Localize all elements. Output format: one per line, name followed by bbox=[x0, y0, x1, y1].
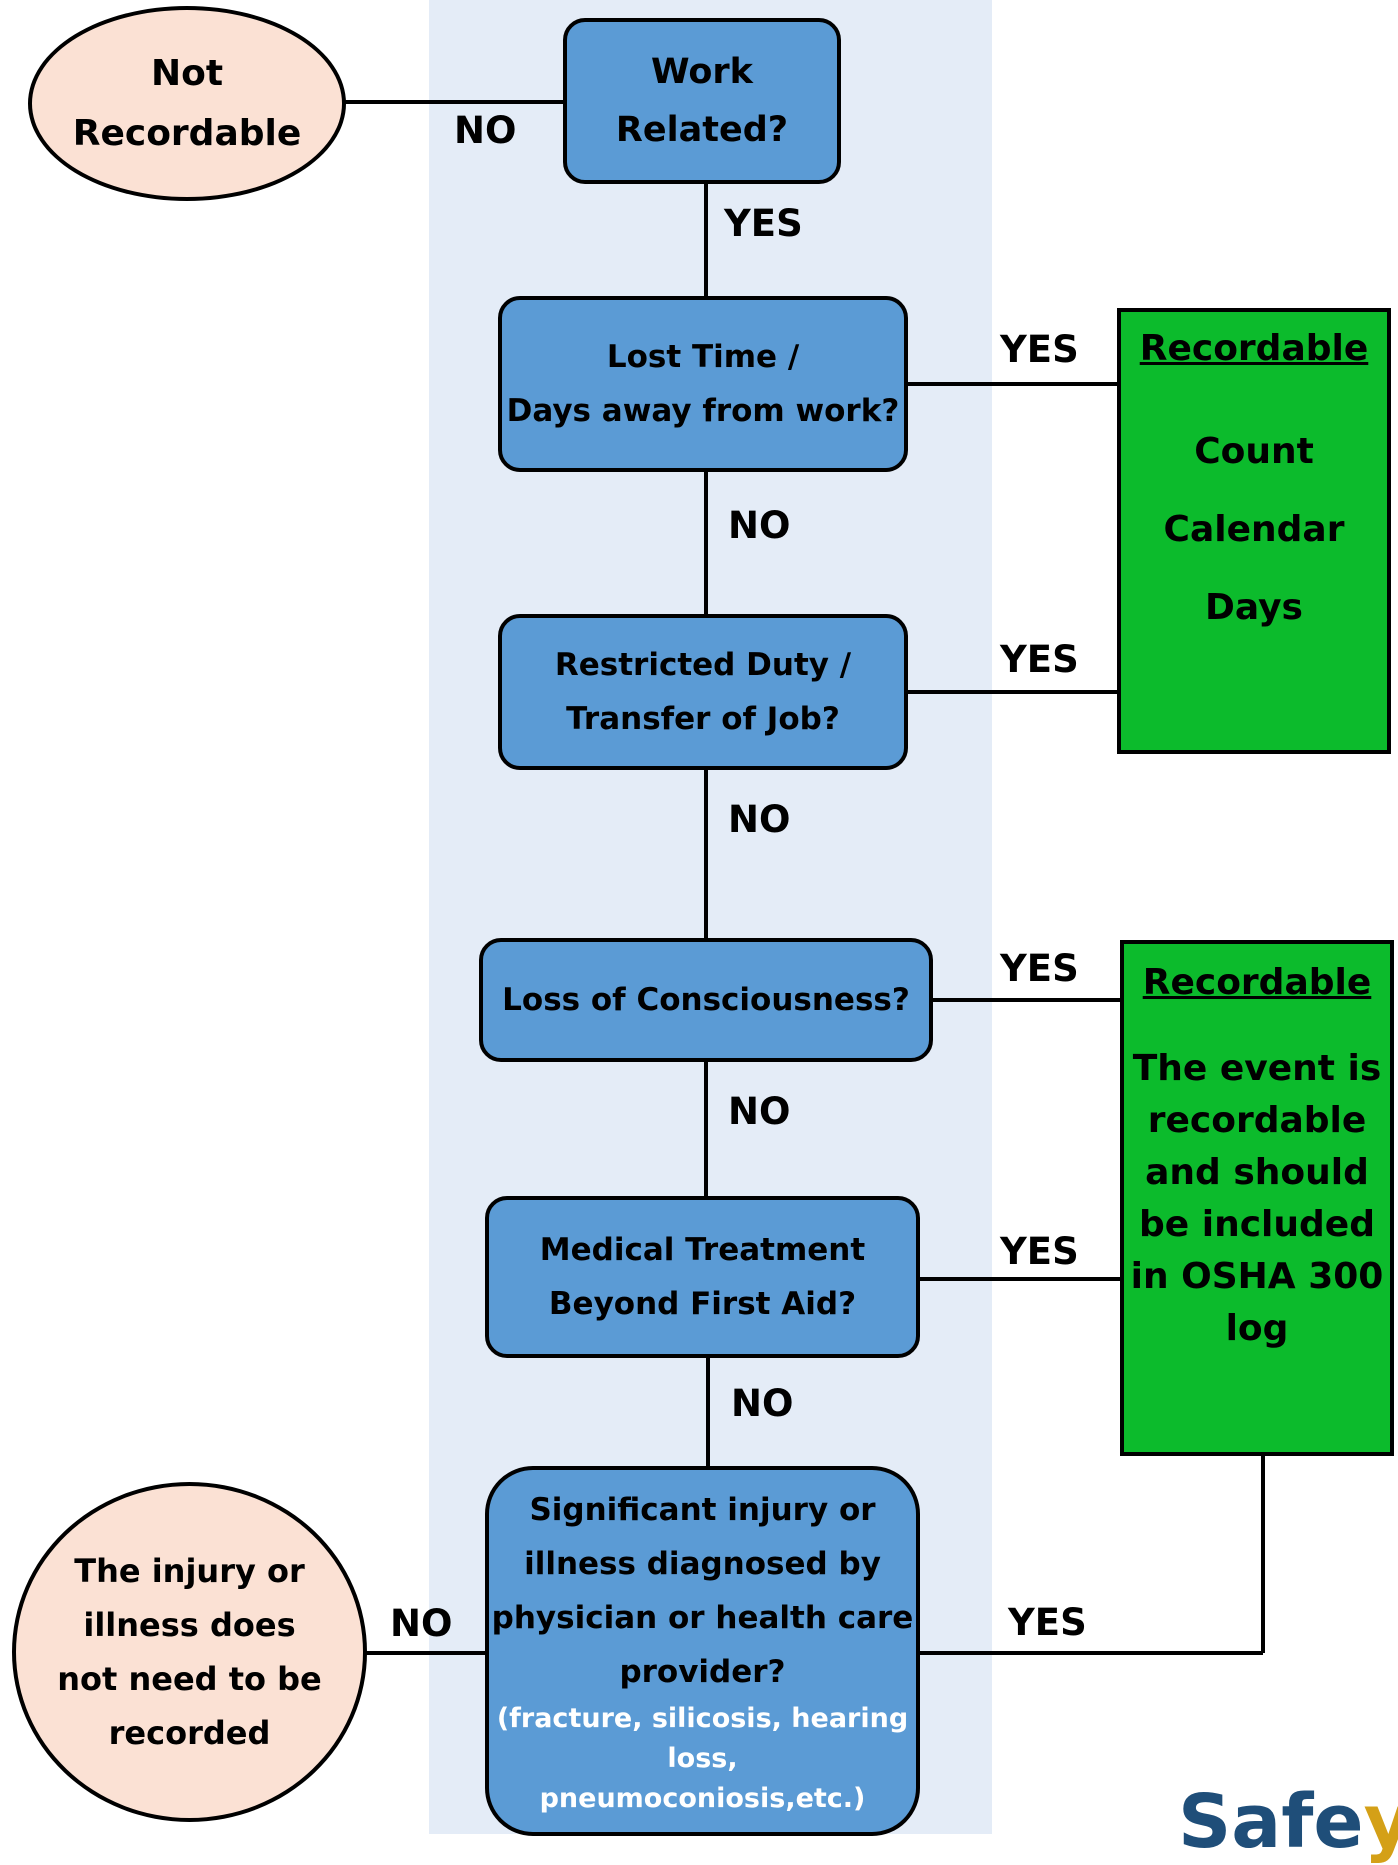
company-logo: Safey bbox=[1178, 1785, 1398, 1859]
recordable-osha-log-box: Recordable The event is recordable and s… bbox=[1120, 940, 1394, 1456]
yes-label: YES bbox=[1000, 1230, 1079, 1273]
examples-note: (fracture, silicosis, hearing loss, bbox=[496, 1703, 909, 1774]
question-text: provider? bbox=[619, 1654, 786, 1690]
question-text: Beyond First Aid? bbox=[548, 1286, 857, 1322]
yes-label: YES bbox=[724, 202, 803, 245]
question-text: Significant injury or bbox=[529, 1492, 876, 1528]
loss-of-consciousness-question: Loss of Consciousness? bbox=[479, 938, 933, 1062]
oval-text: not need to be bbox=[57, 1660, 322, 1698]
yes-label: YES bbox=[1000, 328, 1079, 371]
recordable-text: The event is bbox=[1132, 1048, 1382, 1089]
no-label: NO bbox=[731, 1382, 794, 1425]
examples-note: pneumoconiosis,etc.) bbox=[539, 1783, 866, 1814]
oval-text: illness does bbox=[83, 1606, 296, 1644]
not-recordable-oval: Not Recordable bbox=[28, 6, 346, 201]
no-label: NO bbox=[728, 798, 791, 841]
no-label: NO bbox=[728, 1090, 791, 1133]
recordable-text: Calendar bbox=[1163, 509, 1345, 550]
recordable-text: Count bbox=[1194, 431, 1314, 472]
yes-label: YES bbox=[1000, 638, 1079, 681]
oval-text: recorded bbox=[108, 1714, 271, 1752]
significant-injury-question: Significant injury or illness diagnosed … bbox=[485, 1466, 920, 1836]
lost-time-question: Lost Time / Days away from work? bbox=[498, 296, 908, 472]
oval-text: The injury or bbox=[74, 1552, 305, 1590]
recordable-title: Recordable bbox=[1139, 328, 1369, 369]
recordable-text: in OSHA 300 bbox=[1130, 1256, 1384, 1297]
no-label: NO bbox=[728, 504, 791, 547]
question-text: Transfer of Job? bbox=[566, 701, 840, 737]
recordable-count-days-box: Recordable Count Calendar Days bbox=[1117, 308, 1391, 754]
no-label: NO bbox=[390, 1602, 453, 1645]
yes-label: YES bbox=[1000, 947, 1079, 990]
oval-text: Not bbox=[150, 52, 224, 94]
medical-treatment-question: Medical Treatment Beyond First Aid? bbox=[485, 1196, 920, 1358]
restricted-duty-question: Restricted Duty / Transfer of Job? bbox=[498, 614, 908, 770]
no-label: NO bbox=[454, 109, 517, 152]
question-text: illness diagnosed by bbox=[524, 1546, 881, 1582]
oval-text: Recordable bbox=[72, 112, 302, 154]
recordable-text: be included bbox=[1139, 1204, 1375, 1245]
question-text: Medical Treatment bbox=[539, 1232, 866, 1268]
recordable-text: log bbox=[1225, 1308, 1289, 1349]
question-text: Work bbox=[651, 52, 753, 92]
recordable-text: and should bbox=[1145, 1152, 1369, 1193]
recordable-title: Recordable bbox=[1142, 962, 1372, 1003]
question-text: Loss of Consciousness? bbox=[502, 982, 910, 1018]
question-text: Lost Time / bbox=[606, 339, 800, 375]
question-text: physician or health care bbox=[491, 1600, 914, 1636]
recordable-text: recordable bbox=[1147, 1100, 1367, 1141]
not-recorded-oval: The injury or illness does not need to b… bbox=[12, 1482, 367, 1822]
logo-accent: y bbox=[1363, 1779, 1398, 1865]
question-text: Restricted Duty / bbox=[554, 647, 852, 683]
question-text: Days away from work? bbox=[506, 393, 900, 429]
question-text: Related? bbox=[615, 110, 789, 150]
work-related-question: Work Related? bbox=[563, 18, 841, 184]
recordable-text: Days bbox=[1205, 587, 1303, 628]
yes-label: YES bbox=[1008, 1601, 1087, 1644]
logo-text: Safe bbox=[1178, 1779, 1364, 1865]
